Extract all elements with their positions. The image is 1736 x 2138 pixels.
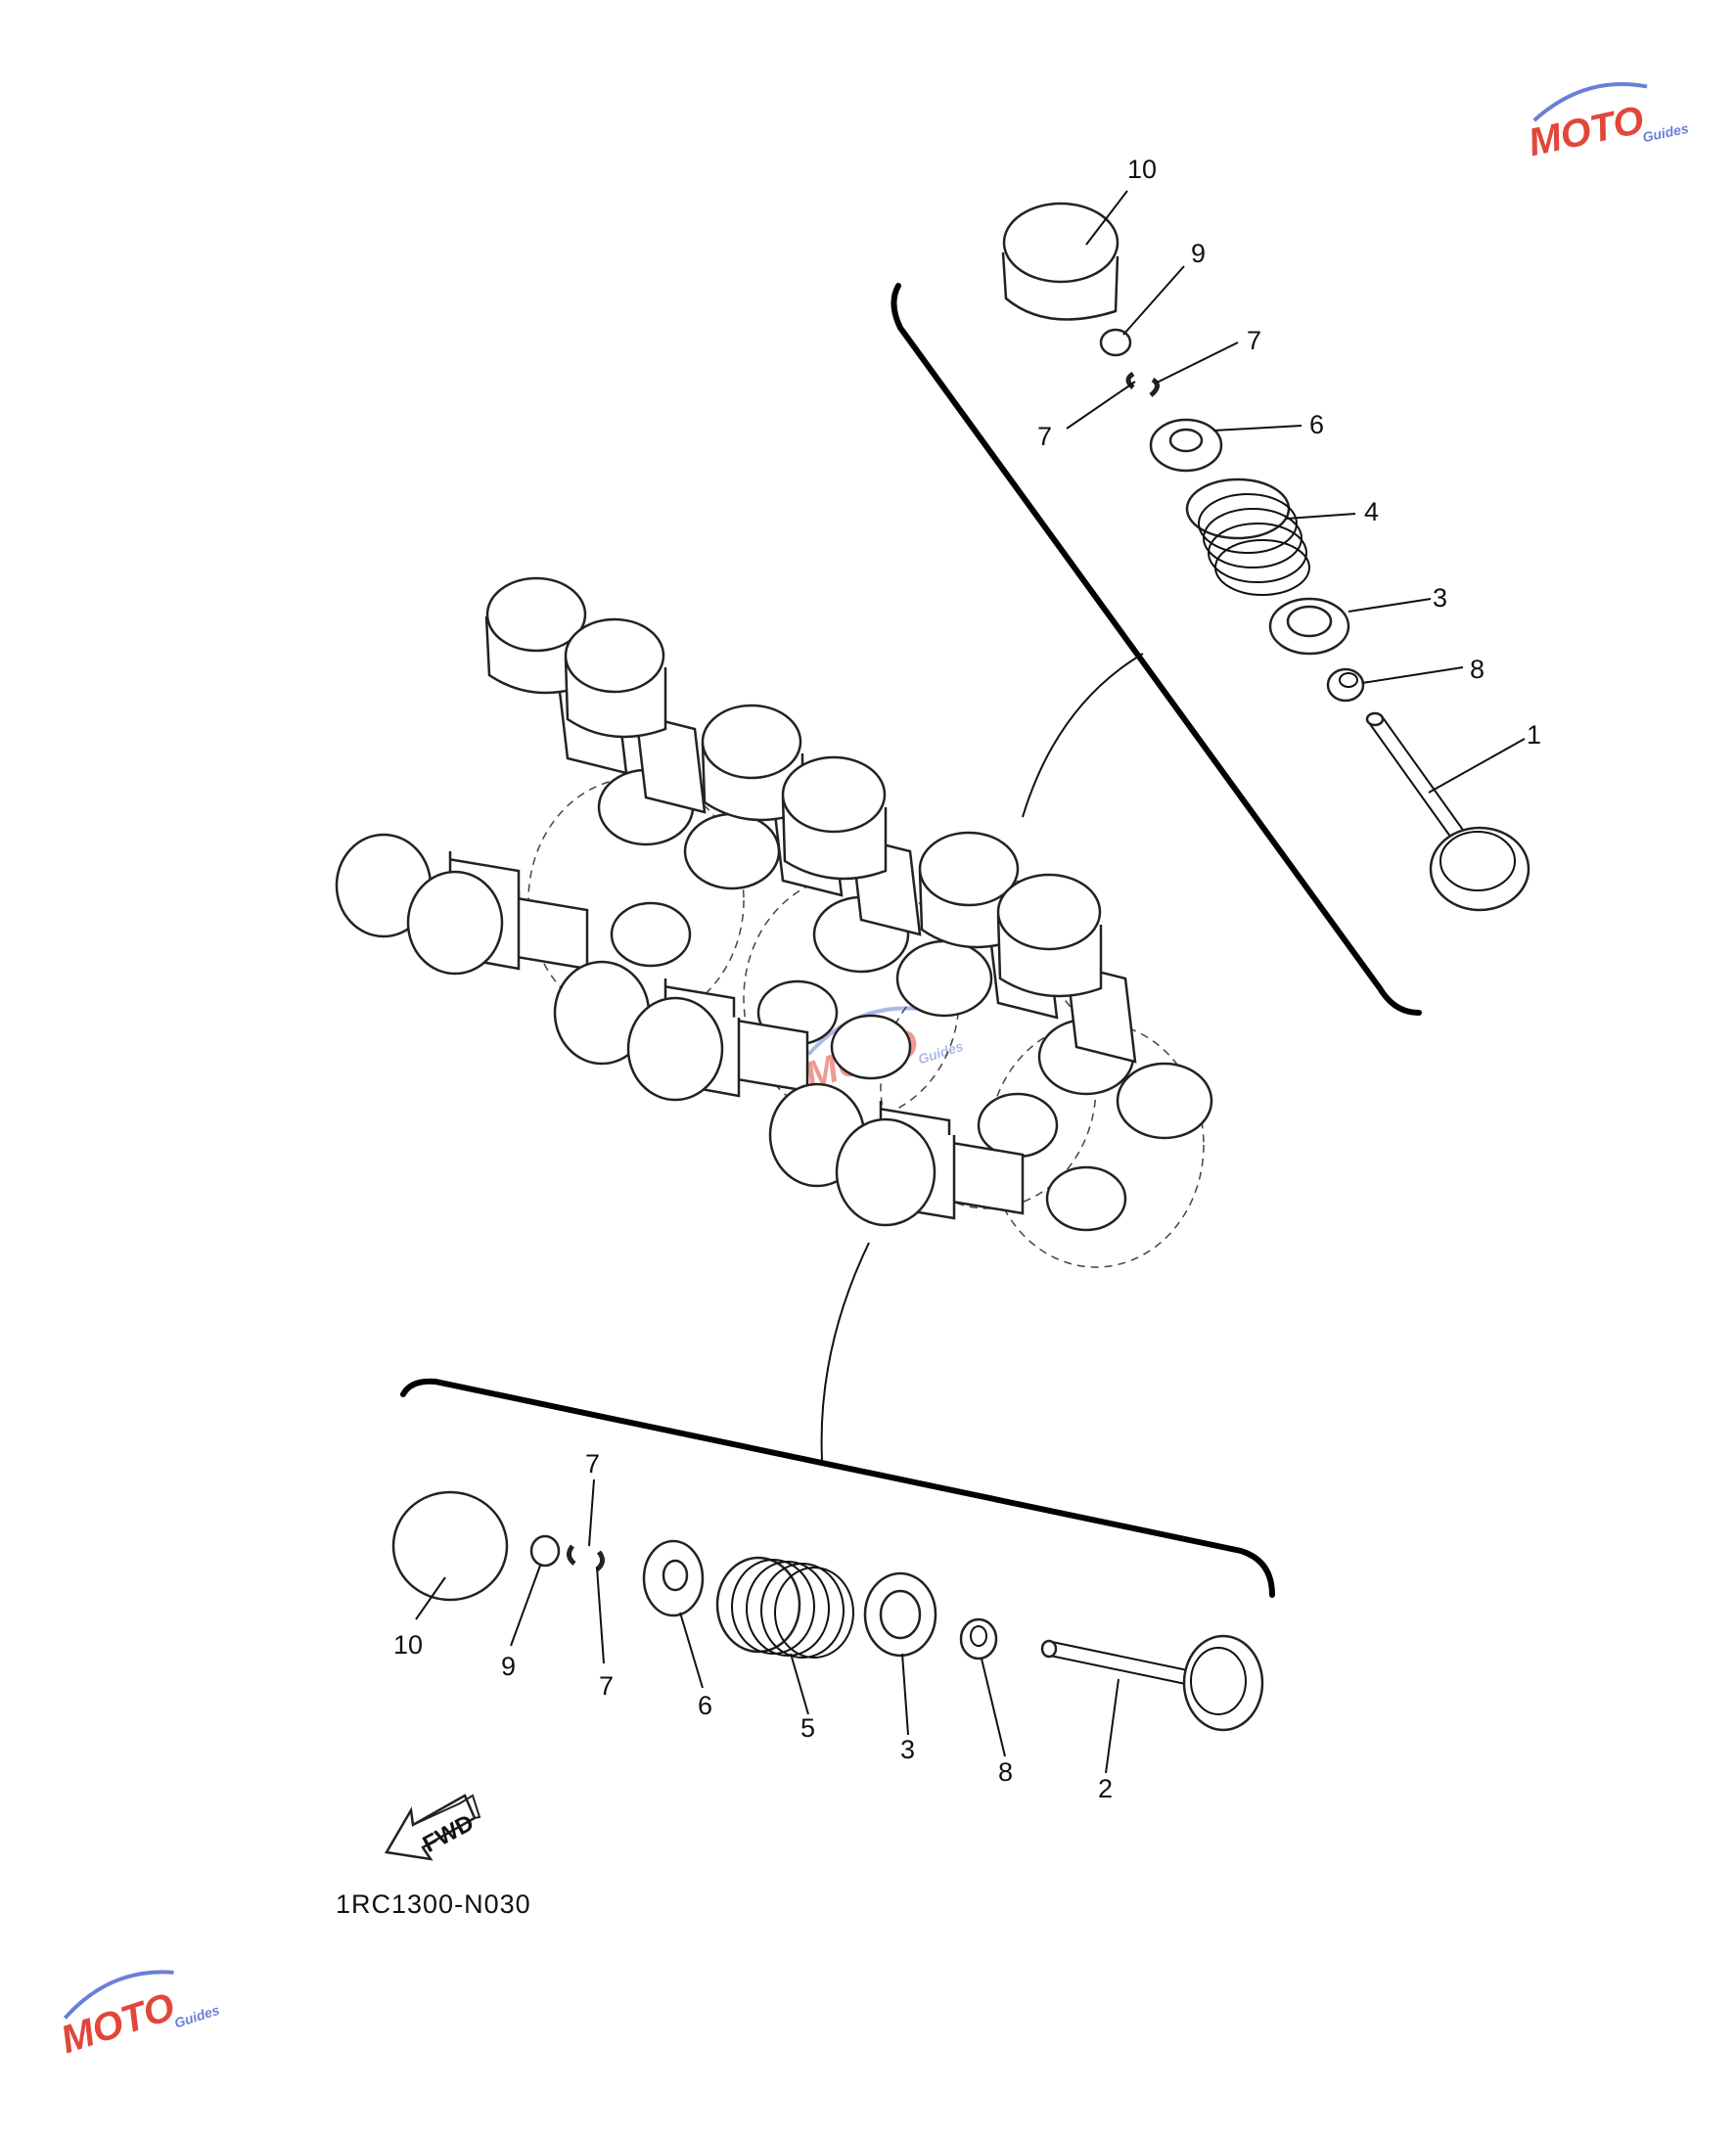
callout-exhaust-lifter: 10 — [393, 1630, 423, 1660]
callout-intake-seat: 3 — [1433, 583, 1447, 613]
callout-exhaust-seal: 8 — [998, 1757, 1013, 1787]
intake-valve-part — [1365, 711, 1530, 912]
retainer-part — [1149, 418, 1223, 473]
watermark-bottom: MOTO Guides — [56, 1970, 221, 2063]
cotter-part — [1125, 371, 1160, 397]
intake-bracket — [891, 283, 1422, 1016]
pad-part — [529, 1534, 561, 1568]
intake-callouts: 10 9 7 7 6 4 3 8 1 — [1037, 155, 1541, 750]
svg-text:Guides: Guides — [172, 2002, 221, 2031]
exhaust-valve-part — [1040, 1634, 1264, 1732]
lifter-part — [1001, 202, 1119, 321]
pad-part — [1099, 328, 1132, 357]
svg-text:MOTO: MOTO — [1525, 98, 1648, 164]
callout-exhaust-seat: 3 — [900, 1735, 915, 1764]
callout-intake-seal: 8 — [1470, 655, 1485, 684]
svg-text:MOTO: MOTO — [56, 1985, 180, 2063]
spring-seat-part — [1268, 597, 1350, 656]
spring-seat-part — [863, 1571, 937, 1658]
retainer-part — [642, 1539, 705, 1617]
exhaust-parts — [391, 1490, 1264, 1732]
callout-intake-pad: 9 — [1191, 239, 1206, 268]
callout-intake-valve: 1 — [1527, 720, 1541, 750]
intake-parts — [1001, 202, 1530, 912]
callout-exhaust-cotter-b: 7 — [599, 1671, 614, 1701]
spring-part — [715, 1556, 854, 1659]
cylinder-head-valve-assembly — [335, 576, 1213, 1268]
stem-seal-part — [1326, 667, 1365, 703]
diagram-code: 1RC1300-N030 — [336, 1889, 531, 1919]
stem-seal-part — [959, 1617, 998, 1660]
watermark-top: MOTO Guides — [1525, 82, 1690, 164]
lifter-part — [391, 1490, 509, 1602]
exhaust-callouts: 7 10 9 7 6 5 3 8 2 — [393, 1449, 1113, 1803]
callout-intake-cotter-b: 7 — [1037, 422, 1052, 451]
callout-exhaust-retainer: 6 — [698, 1691, 712, 1720]
callout-exhaust-pad: 9 — [501, 1652, 516, 1681]
callout-intake-cotter-a: 7 — [1247, 326, 1261, 355]
leader-lines — [415, 190, 1526, 1774]
spring-part — [1185, 478, 1310, 596]
callout-intake-spring: 4 — [1364, 497, 1379, 526]
svg-text:Guides: Guides — [916, 1038, 965, 1068]
cotter-part — [567, 1544, 605, 1571]
callout-exhaust-spring: 5 — [800, 1713, 815, 1743]
callout-intake-retainer: 6 — [1309, 410, 1324, 439]
callout-intake-lifter: 10 — [1127, 155, 1157, 184]
callout-exhaust-cotter-a: 7 — [585, 1449, 600, 1478]
svg-text:Guides: Guides — [1641, 120, 1690, 146]
fwd-arrow-icon: FWD — [384, 1794, 481, 1861]
callout-exhaust-valve: 2 — [1098, 1774, 1113, 1803]
exhaust-bracket — [400, 1242, 1275, 1598]
